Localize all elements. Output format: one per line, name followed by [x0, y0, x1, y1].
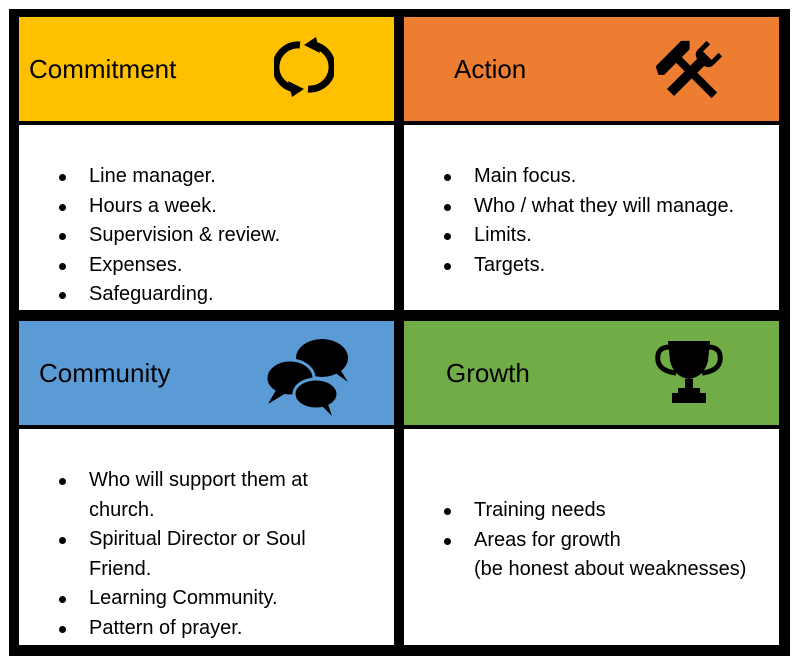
list-item-line: church. — [89, 498, 155, 521]
growth-header: Growth — [404, 321, 779, 425]
action-list: Main focus. Who / what they will manage.… — [444, 162, 734, 280]
community-body: Who will support them at church. Spiritu… — [19, 429, 394, 645]
list-item-line: Friend. — [89, 557, 152, 580]
growth-list: Training needs Areas for growth (be hone… — [444, 496, 746, 585]
action-title: Action — [454, 53, 527, 84]
list-item-line: Spiritual Director or Soul — [89, 528, 306, 550]
action-header: Action — [404, 17, 779, 121]
list-item: Hours a week. — [59, 192, 280, 222]
community-list: Who will support them at church. Spiritu… — [59, 466, 308, 643]
list-item: Safeguarding. — [59, 280, 280, 310]
commitment-title: Commitment — [29, 53, 177, 84]
list-item-line: (be honest about weaknesses) — [474, 558, 747, 580]
list-item: Pattern of prayer. — [59, 614, 308, 644]
cycle-arrows-icon — [272, 37, 336, 97]
quadrant-grid: Commitment Action — [9, 9, 790, 656]
growth-body: Training needs Areas for growth (be hone… — [404, 429, 779, 645]
list-item-line: Pattern of prayer. — [89, 616, 243, 639]
list-item: Main focus. — [444, 162, 734, 192]
community-title: Community — [39, 357, 171, 388]
list-item: Learning Community. — [59, 584, 308, 614]
growth-title: Growth — [446, 357, 530, 388]
commitment-body: Line manager. Hours a week. Supervision … — [19, 125, 394, 310]
list-item: Line manager. — [59, 162, 280, 192]
list-item-line: Training needs — [474, 499, 606, 521]
action-body: Main focus. Who / what they will manage.… — [404, 125, 779, 310]
list-item: Targets. — [444, 251, 734, 281]
list-item: Who will support them at church. — [59, 466, 308, 525]
list-item-line: Areas for growth — [474, 528, 621, 551]
hammer-wrench-icon — [655, 37, 726, 107]
list-item: Who / what they will manage. — [444, 192, 734, 222]
commitment-header: Commitment — [19, 17, 394, 121]
list-item-line: Who will support them at — [89, 469, 308, 491]
list-item: Limits. — [444, 221, 734, 251]
trophy-icon — [654, 337, 724, 407]
list-item: Supervision & review. — [59, 221, 280, 251]
list-item: Spiritual Director or Soul Friend. — [59, 525, 308, 584]
list-item: Training needs — [444, 496, 746, 526]
commitment-list: Line manager. Hours a week. Supervision … — [59, 162, 280, 310]
list-item: Expenses. — [59, 251, 280, 281]
speech-bubbles-icon — [264, 336, 354, 416]
community-header: Community — [19, 321, 394, 425]
list-item: Areas for growth (be honest about weakne… — [444, 526, 746, 585]
list-item-line: Learning Community. — [89, 587, 278, 609]
